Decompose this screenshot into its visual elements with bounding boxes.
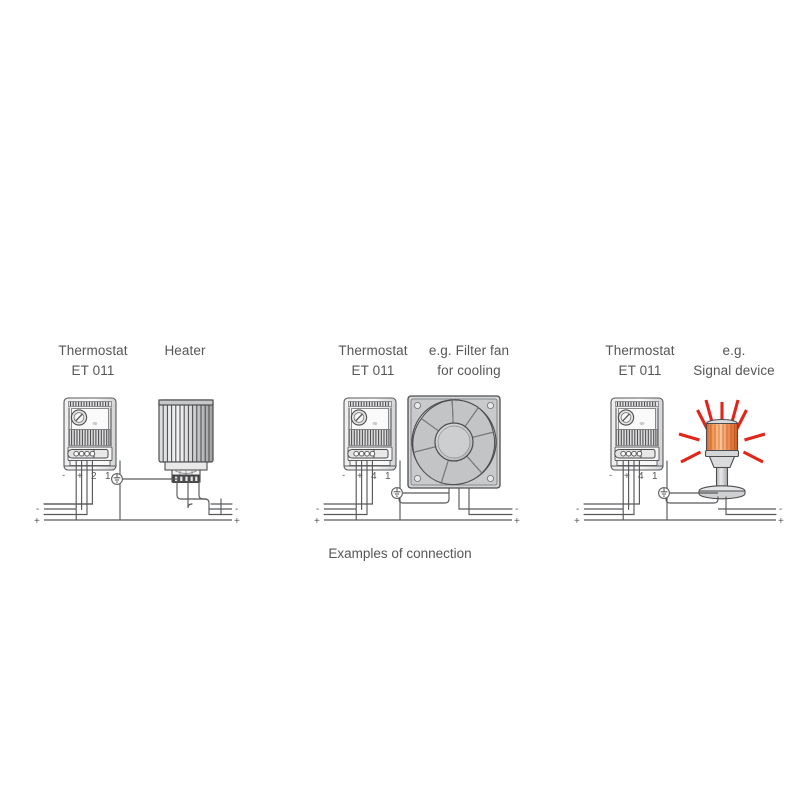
wiring-1: [43, 460, 233, 521]
terminal-label-1-3: 1: [652, 471, 658, 482]
supply-label-minus-left-3: -: [576, 504, 579, 515]
supply-label-plus-left-3: +: [574, 516, 580, 527]
group-fan: - + 4 1 - + - +: [314, 395, 520, 527]
thermostat-device-2: [343, 397, 397, 471]
supply-bus-2: [324, 508, 512, 521]
fan-device: [407, 395, 501, 489]
fan-label-line1: e.g. Filter fan: [428, 343, 510, 358]
supply-bus-3: [584, 508, 776, 521]
heater-device: [158, 399, 214, 484]
thermostat-device-1: [63, 397, 117, 471]
earth-icon-2: [391, 487, 403, 499]
supply-bus-1-right: [120, 508, 232, 521]
terminal-label-1-2: 1: [385, 471, 391, 482]
earth-icon-1: [111, 473, 123, 485]
supply-label-plus-right-3: +: [778, 516, 784, 527]
wiring-3: [583, 460, 777, 521]
thermostat-label-line1: Thermostat: [58, 343, 128, 358]
terminal-label-4-3: 4: [638, 471, 644, 482]
terminal-label-minus-1: -: [62, 470, 65, 481]
earth-icon-3: [658, 487, 670, 499]
supply-label-plus-left-2: +: [314, 516, 320, 527]
thermostat-label-line2: ET 011: [71, 363, 115, 378]
group-heater-device-label: Heater: [145, 341, 225, 361]
signal-label-line2: Signal device: [693, 363, 775, 378]
supply-label-minus-right-1: -: [235, 504, 238, 515]
terminal-label-minus-2: -: [342, 470, 345, 481]
group-fan-device-label: e.g. Filter fan for cooling: [424, 341, 514, 381]
signal-beacon-device: [677, 398, 767, 501]
supply-label-plus-left-1: +: [34, 516, 40, 527]
terminal-label-plus-1: +: [77, 471, 83, 482]
supply-label-plus-right-1: +: [234, 516, 240, 527]
signal-label-line1: e.g.: [722, 343, 746, 358]
wiring-2: [323, 460, 513, 521]
group-signal-device-label: e.g. Signal device: [688, 341, 780, 381]
thermostat-label-line2: ET 011: [351, 363, 395, 378]
supply-label-minus-left-1: -: [36, 504, 39, 515]
supply-label-minus-left-2: -: [316, 504, 319, 515]
thermostat-label-line1: Thermostat: [605, 343, 675, 358]
thermostat-device-3: [610, 397, 664, 471]
heater-label-line1: Heater: [164, 343, 206, 358]
thermostat-label-line2: ET 011: [618, 363, 662, 378]
supply-label-minus-right-2: -: [515, 504, 518, 515]
terminal-label-4-2: 4: [371, 471, 377, 482]
terminal-label-plus-3: +: [624, 471, 630, 482]
group-heater: - + 2 1 - + - +: [34, 397, 240, 527]
terminal-label-plus-2: +: [357, 471, 363, 482]
supply-label-minus-right-3: -: [779, 504, 782, 515]
thermostat-label-line1: Thermostat: [338, 343, 408, 358]
terminal-label-1-1: 1: [105, 471, 111, 482]
supply-label-plus-right-2: +: [514, 516, 520, 527]
fan-label-line2: for cooling: [437, 363, 501, 378]
terminal-label-2-1: 2: [91, 471, 97, 482]
group-heater-thermostat-label: Thermostat ET 011: [48, 341, 138, 381]
group-signal: - + 4 1 - + - +: [574, 397, 784, 527]
terminal-label-minus-3: -: [609, 470, 612, 481]
group-fan-thermostat-label: Thermostat ET 011: [328, 341, 418, 381]
group-signal-thermostat-label: Thermostat ET 011: [595, 341, 685, 381]
diagram-caption: Examples of connection: [328, 546, 472, 561]
supply-bus-1: [44, 508, 120, 521]
